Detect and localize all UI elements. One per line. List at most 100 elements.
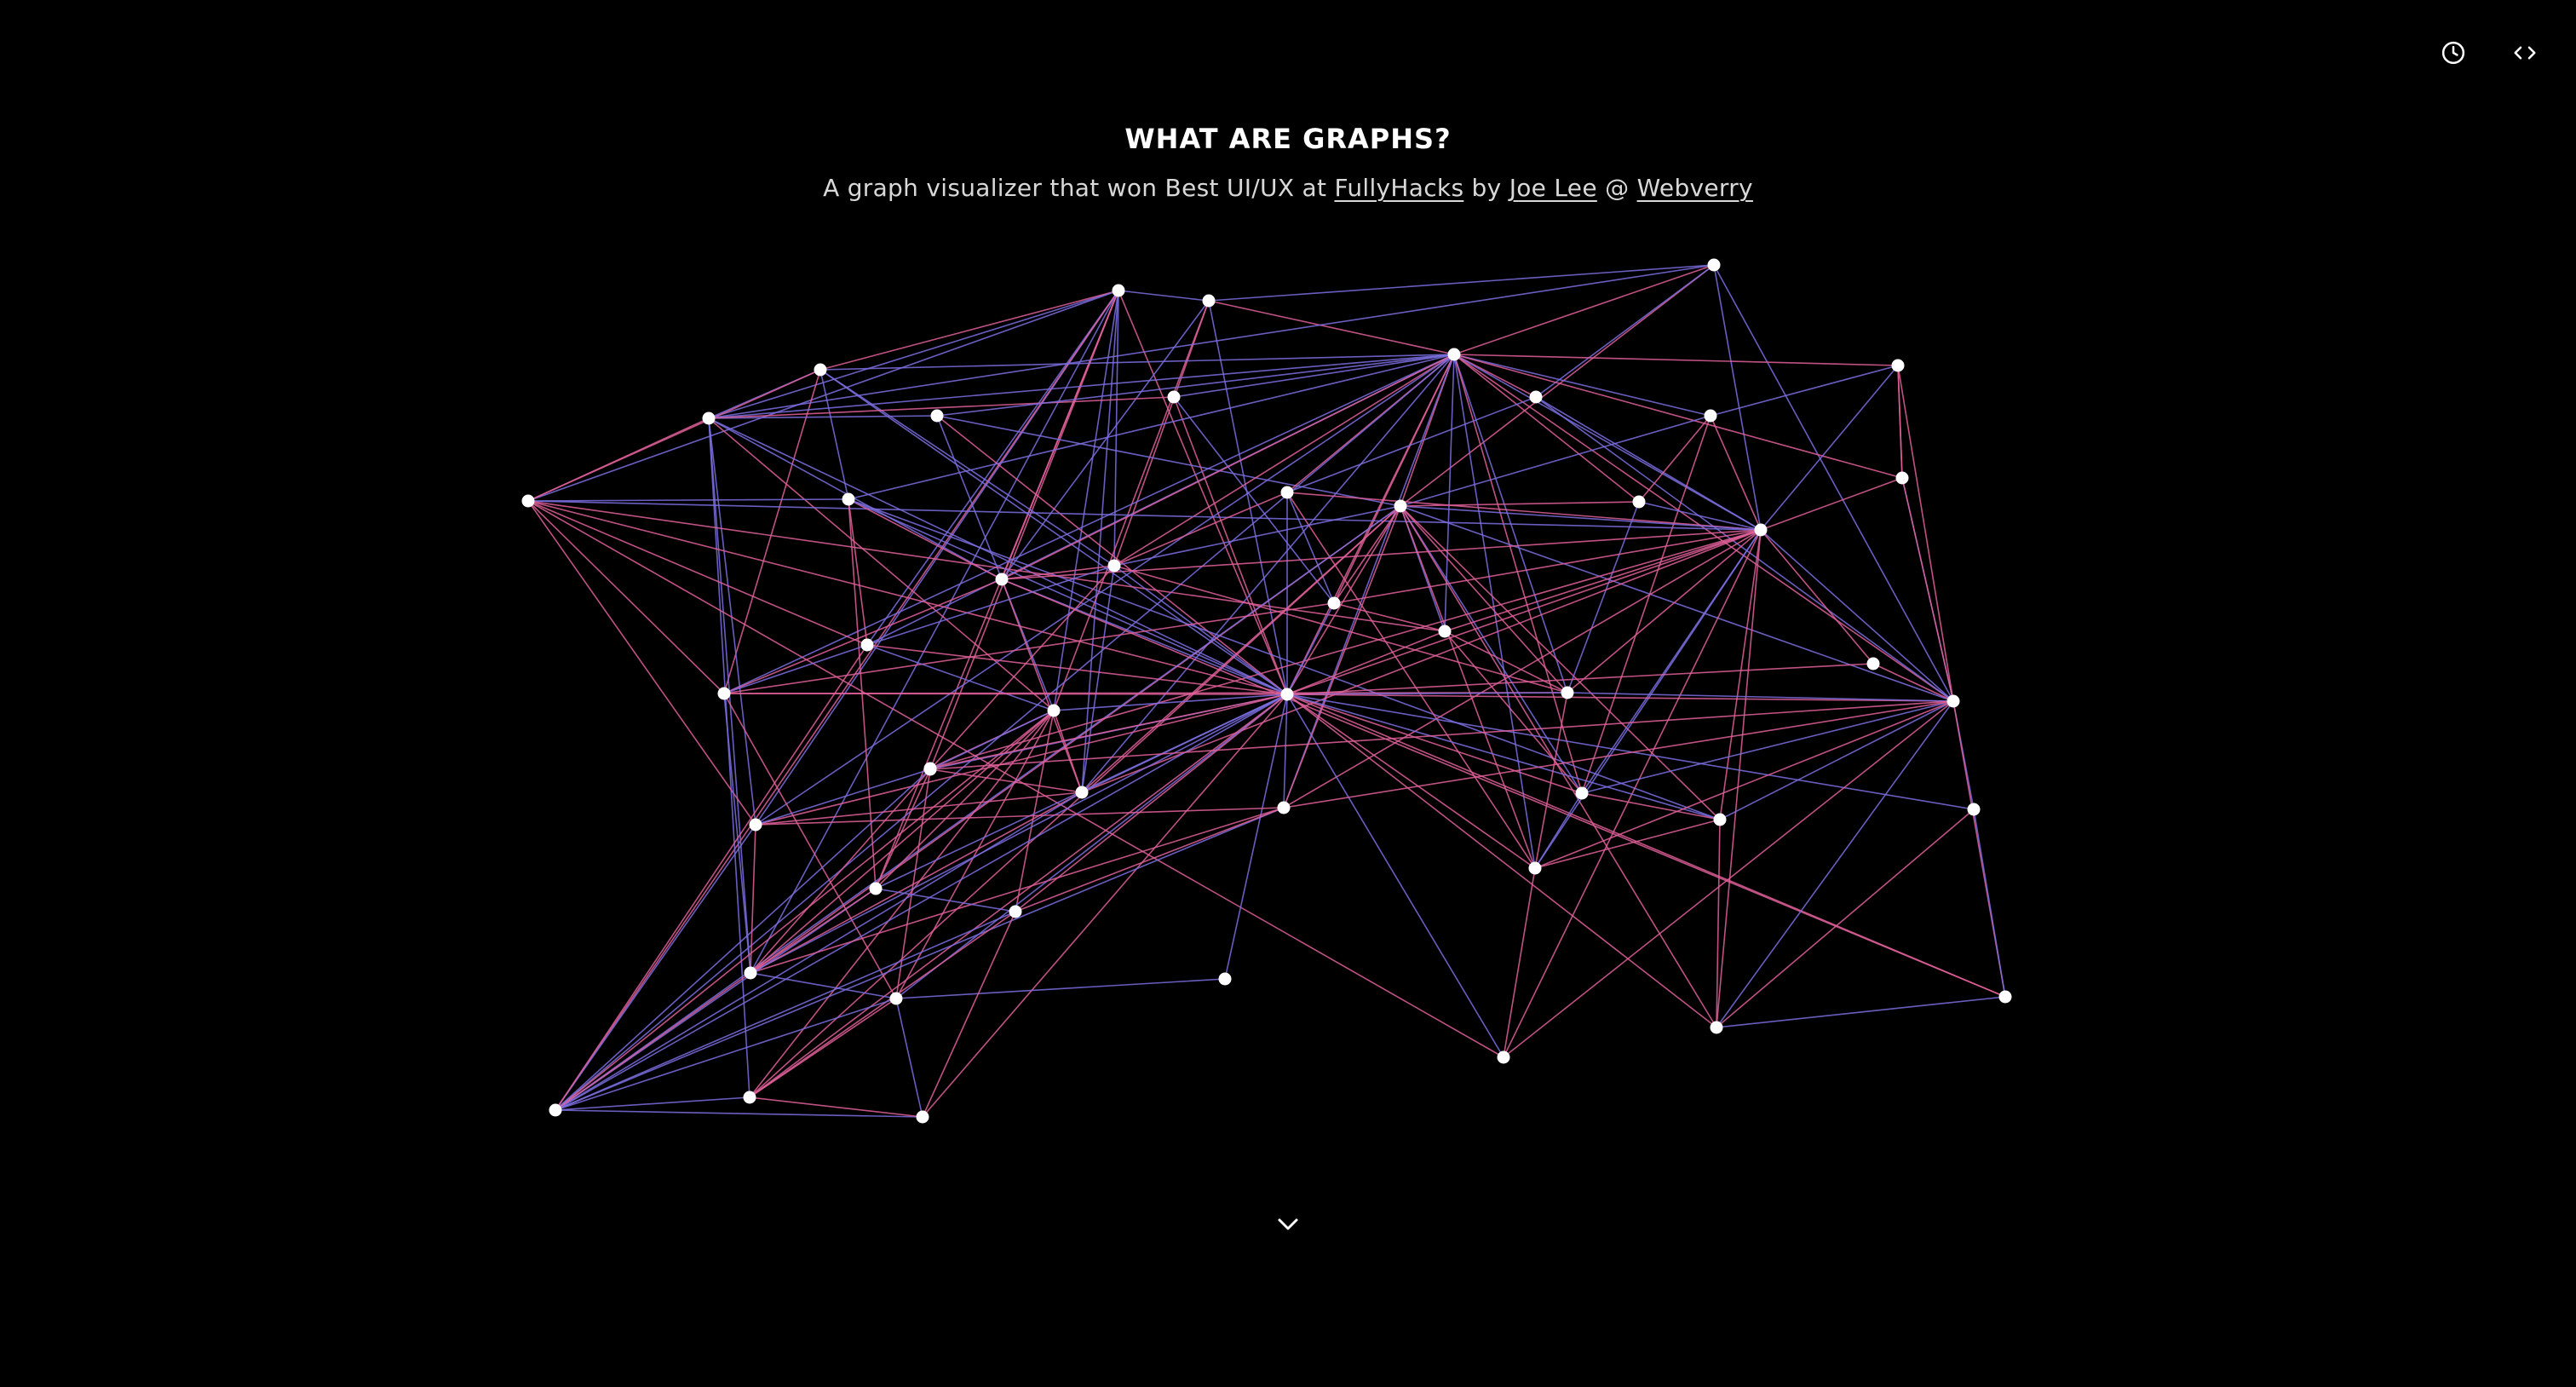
graph-edge	[527, 498, 849, 502]
graph-edge	[1581, 700, 1954, 794]
graph-node[interactable]	[1280, 486, 1294, 499]
graph-edge	[1453, 354, 1954, 702]
graph-node[interactable]	[1447, 348, 1461, 361]
graph-node[interactable]	[1946, 694, 1960, 708]
graph-edge	[1400, 505, 1568, 694]
graph-node[interactable]	[1575, 786, 1589, 800]
graph-edge	[708, 290, 1119, 419]
graph-node[interactable]	[743, 1091, 756, 1104]
graph-node[interactable]	[1891, 359, 1905, 372]
graph-edge	[936, 354, 1455, 417]
graph-node[interactable]	[717, 687, 731, 700]
graph-edge	[555, 710, 1055, 1111]
graph-edge	[895, 710, 1055, 999]
graph-edge	[755, 791, 1083, 826]
graph-node[interactable]	[1704, 409, 1717, 423]
graph-node[interactable]	[1218, 972, 1232, 986]
graph-node[interactable]	[1009, 905, 1022, 918]
graph-node[interactable]	[1866, 657, 1880, 670]
graph-node[interactable]	[916, 1110, 929, 1124]
graph-edge	[929, 694, 1288, 769]
webverry-link[interactable]: Webverry	[1636, 174, 1753, 202]
graph-node[interactable]	[744, 966, 757, 980]
graph-node[interactable]	[549, 1103, 562, 1117]
graph-edge	[1113, 290, 1119, 567]
graph-node[interactable]	[842, 492, 855, 506]
graph-edge	[527, 417, 710, 502]
graph-node[interactable]	[1967, 803, 1981, 816]
graph-node[interactable]	[860, 638, 874, 652]
graph-edge	[750, 807, 1285, 974]
graph-node[interactable]	[995, 573, 1009, 586]
graph-edge	[1015, 807, 1285, 912]
graph-edge	[1286, 694, 1717, 1028]
graph-edge	[708, 264, 1715, 419]
graph-node[interactable]	[1707, 258, 1721, 272]
graph-edge	[1897, 365, 1954, 702]
graph-node[interactable]	[930, 409, 944, 423]
graph-node[interactable]	[1047, 704, 1061, 717]
scroll-down-button[interactable]	[1274, 1210, 1302, 1239]
graph-node[interactable]	[1202, 294, 1216, 308]
graph-node[interactable]	[1998, 990, 2012, 1004]
graph-edge	[1400, 501, 1640, 507]
graph-node[interactable]	[1327, 596, 1341, 610]
graph-edge	[1118, 290, 1210, 302]
graph-edge	[555, 824, 756, 1111]
graph-edge	[1716, 809, 1975, 1028]
author-link[interactable]: Joe Lee	[1509, 174, 1597, 202]
graph-edge	[555, 354, 1455, 1111]
graph-node[interactable]	[814, 363, 827, 377]
graph-node[interactable]	[1280, 688, 1294, 701]
graph-node[interactable]	[1497, 1050, 1510, 1064]
graph-node[interactable]	[889, 992, 903, 1005]
graph-edge	[895, 998, 923, 1118]
graph-node[interactable]	[1754, 523, 1768, 537]
code-button[interactable]	[2510, 37, 2540, 68]
graph-node[interactable]	[1107, 559, 1121, 573]
graph-node[interactable]	[869, 882, 883, 895]
graph-nodes	[521, 258, 2012, 1124]
graph-edge	[1286, 505, 1401, 695]
fullyhacks-link[interactable]: FullyHacks	[1334, 174, 1464, 202]
graph-node[interactable]	[1895, 471, 1909, 485]
graph-node[interactable]	[1075, 786, 1089, 799]
graph-edge	[1001, 529, 1762, 580]
graph-edge	[708, 417, 1288, 695]
graph-edge	[1173, 396, 1335, 604]
graph-edge	[1286, 694, 1954, 702]
graph-node[interactable]	[702, 411, 716, 425]
graph-node[interactable]	[1167, 390, 1181, 404]
graph-edge	[1173, 396, 1288, 695]
graph-edge	[1286, 529, 1762, 695]
graph-edge	[1453, 354, 1903, 479]
graph-node[interactable]	[1561, 686, 1574, 699]
graph-edge	[819, 369, 1115, 567]
graph-edge	[1897, 365, 1903, 479]
graph-node[interactable]	[1438, 624, 1452, 638]
graph-edge	[555, 290, 1119, 1111]
graph-edge	[866, 644, 1055, 711]
history-button[interactable]	[2438, 37, 2469, 68]
subtitle-at: @	[1596, 174, 1637, 202]
graph-edge	[895, 694, 1288, 999]
graph-edge	[1286, 692, 1568, 695]
graph-node[interactable]	[521, 494, 535, 508]
graph-node[interactable]	[1529, 390, 1543, 404]
graph-edge	[1113, 505, 1401, 567]
graph-node[interactable]	[1713, 813, 1727, 826]
graph-node[interactable]	[1277, 801, 1291, 814]
graph-node[interactable]	[1710, 1021, 1723, 1034]
graph-edge	[1453, 354, 1583, 794]
graph-node[interactable]	[749, 818, 762, 832]
graph-edge	[875, 888, 1016, 912]
graph-node[interactable]	[1528, 861, 1542, 875]
graph-node[interactable]	[1394, 499, 1407, 513]
graph-node[interactable]	[1632, 495, 1646, 509]
graph-node[interactable]	[1112, 284, 1125, 297]
graph-edge	[1113, 492, 1288, 567]
graph-edge	[1001, 578, 2006, 998]
graph-edge	[1444, 354, 1455, 632]
graph-node[interactable]	[923, 762, 937, 775]
